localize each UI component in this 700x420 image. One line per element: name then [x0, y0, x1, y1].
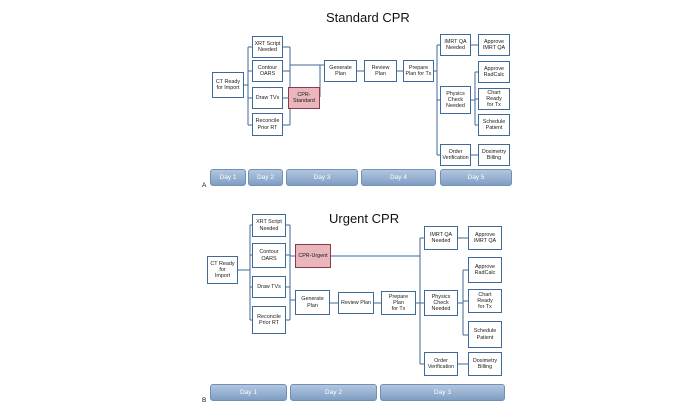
- physics-check-box: Physics Check Needed: [424, 290, 458, 316]
- contour-oars-box: Contour OARS: [252, 60, 283, 82]
- approve-radcalc-box: Approve RadCalc: [468, 257, 502, 283]
- panel-b-day-3: Day 3: [380, 384, 505, 401]
- dosimetry-billing-box: Dosimetry Billing: [468, 352, 502, 376]
- order-verification-box: Order Verification: [440, 144, 471, 166]
- prepare-plan-box: Prepare Plan for Tx: [403, 60, 434, 82]
- chart-ready-box: Chart Ready for Tx: [478, 88, 510, 110]
- dosimetry-billing-box: Dosimetry Billing: [478, 144, 510, 166]
- ct-ready-box: CT Ready for Import: [207, 256, 238, 284]
- panel-a-day-1: Day 1: [210, 169, 246, 186]
- draw-tvs-box: Draw TVs: [252, 276, 286, 298]
- xrt-script-box: XRT Script Needed: [252, 36, 283, 58]
- panel-b-day-1: Day 1: [210, 384, 287, 401]
- panel-a-day-3: Day 3: [286, 169, 358, 186]
- panel-b-title: Urgent CPR: [329, 211, 400, 226]
- reconcile-prior-box: Reconcile Prior RT: [252, 113, 283, 136]
- draw-tvs-box: Draw TVs: [252, 87, 283, 109]
- cpr-standard-box: CPR- Standard: [288, 87, 320, 109]
- prepare-plan-box: Prepare Plan for Tx: [381, 291, 416, 315]
- panel-b-label: B: [202, 397, 207, 404]
- schedule-patient-box: Schedule Patient: [468, 321, 502, 348]
- generate-plan-box: Generate Plan: [295, 290, 330, 315]
- approve-imrt-box: Approve IMRT QA: [478, 34, 510, 56]
- approve-imrt-box: Approve IMRT QA: [468, 226, 502, 250]
- physics-check-box: Physics Check Needed: [440, 86, 471, 114]
- panel-a-label: A: [202, 182, 207, 189]
- cpr-urgent-box: CPR-Urgent: [295, 244, 331, 268]
- contour-oars-box: Contour OARS: [252, 243, 286, 268]
- order-verification-box: Order Verification: [424, 352, 458, 376]
- xrt-script-box: XRT Script Needed: [252, 214, 286, 237]
- panel-a-title: Standard CPR: [326, 10, 410, 25]
- schedule-patient-box: Schedule Patient: [478, 114, 510, 136]
- chart-ready-box: Chart Ready for Tx: [468, 289, 502, 313]
- panel-a-day-5: Day 5: [440, 169, 512, 186]
- imrt-qa-needed-box: IMRT QA Needed: [424, 226, 458, 250]
- panel-a-day-4: Day 4: [361, 169, 436, 186]
- ct-ready-box: CT Ready for Import: [212, 72, 244, 98]
- panel-b-day-2: Day 2: [290, 384, 377, 401]
- generate-plan-box: Generate Plan: [324, 60, 357, 82]
- reconcile-prior-box: Reconcile Prior RT: [252, 306, 286, 334]
- review-plan-box: Review Plan: [338, 292, 374, 314]
- approve-radcalc-box: Approve RadCalc: [478, 61, 510, 83]
- review-plan-box: Review Plan: [364, 60, 397, 82]
- panel-a-day-2: Day 2: [248, 169, 283, 186]
- imrt-qa-needed-box: IMRT QA Needed: [440, 34, 471, 56]
